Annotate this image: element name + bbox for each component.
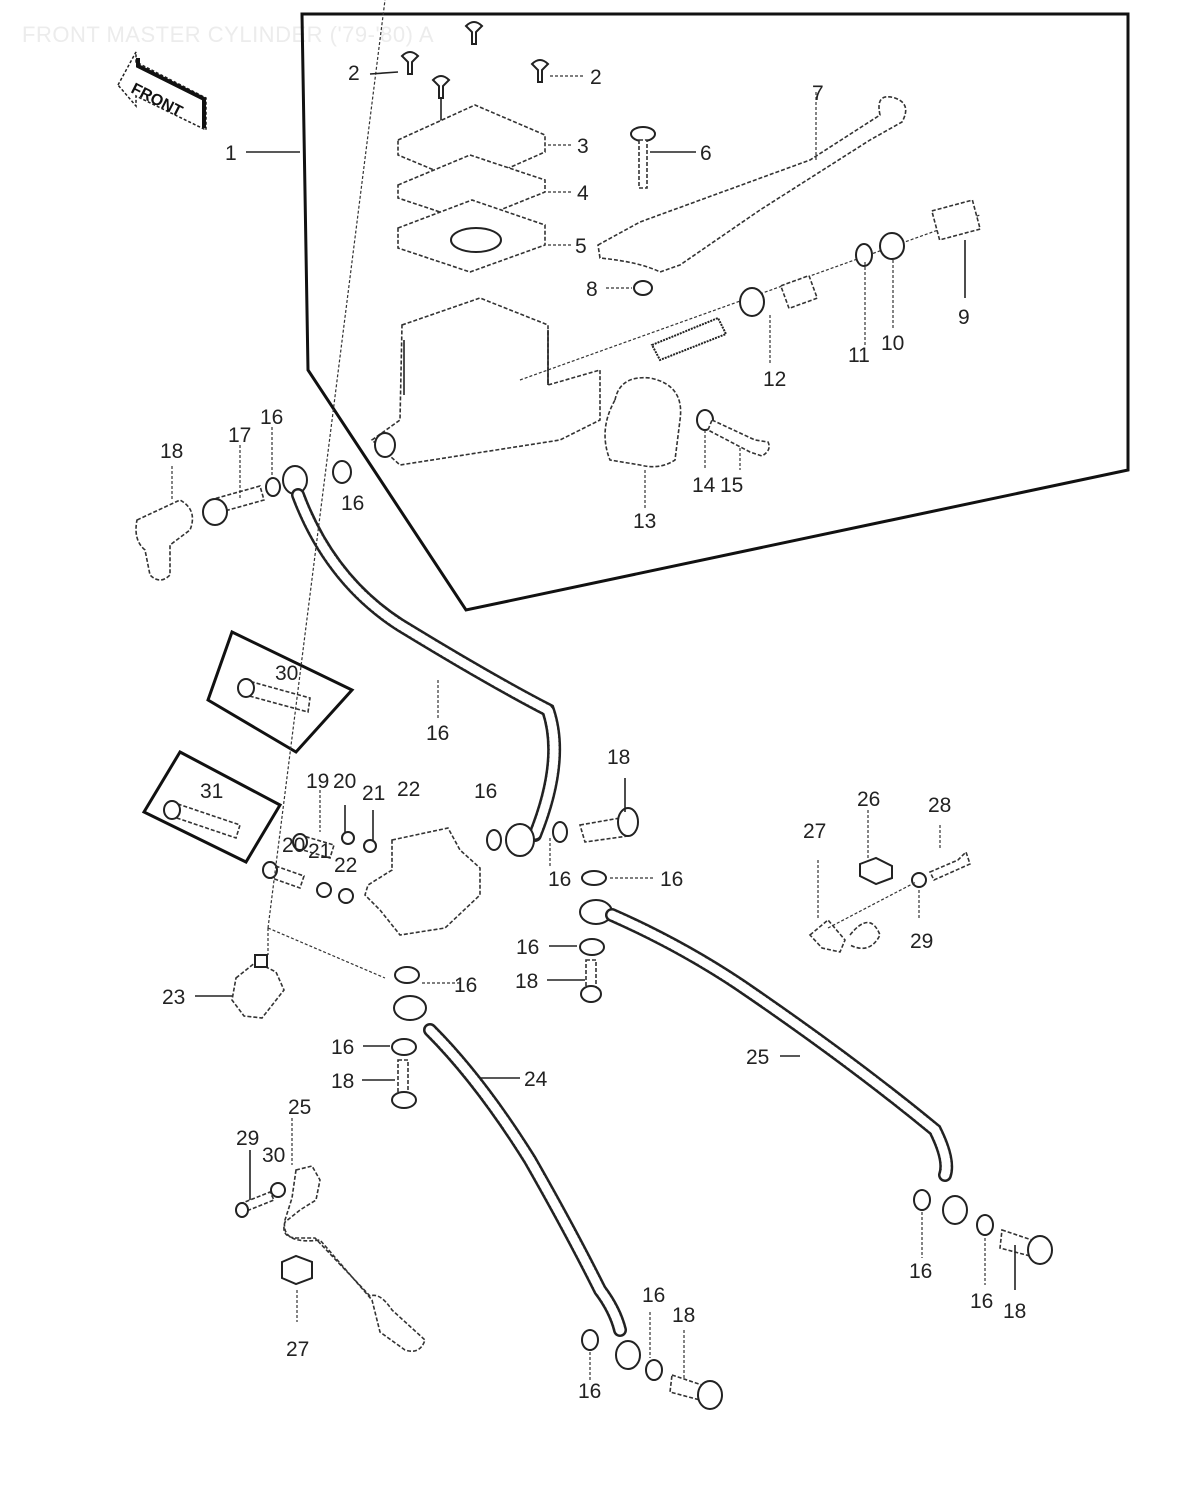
callout-1: 1 — [225, 142, 237, 165]
brake-lever — [597, 96, 907, 273]
callout-17: 16 — [426, 722, 449, 745]
callout-21: 20 — [333, 770, 356, 793]
callout-18: 17 — [228, 424, 251, 447]
callout-9: 9 — [958, 306, 970, 329]
callout-25: 25 — [746, 1046, 769, 1069]
callout-18: 18 — [515, 970, 538, 993]
callout-16: 16 — [260, 406, 283, 429]
bolt-option-box — [141, 629, 355, 864]
callout-13: 13 — [633, 510, 656, 533]
callout-31: 30 — [275, 662, 298, 685]
hose-joint — [364, 827, 481, 936]
callout-26: 25 — [288, 1096, 311, 1119]
piston-assembly — [519, 199, 982, 381]
pivot-nut — [633, 280, 653, 296]
callout-30: 30 — [262, 1144, 285, 1167]
callout-16: 16 — [660, 868, 683, 891]
callout-24: 23 — [162, 986, 185, 1009]
callout-30: 29 — [910, 930, 933, 953]
callout-16: 16 — [642, 1284, 665, 1307]
callout-16: 16 — [909, 1260, 932, 1283]
callout-23: 22 — [397, 778, 420, 801]
pivot-bolt — [630, 126, 656, 189]
callout-12: 12 — [763, 368, 786, 391]
callout-2: 2 — [348, 62, 360, 85]
screw-icon — [400, 21, 550, 99]
callout-14: 14 — [692, 474, 716, 497]
assembly-boundary — [300, 12, 1130, 612]
callout-3: 3 — [577, 135, 589, 158]
reservoir-cap — [397, 104, 546, 186]
callout-16: 16 — [474, 780, 497, 803]
callout-21: 21 — [308, 840, 331, 863]
callout-22: 22 — [334, 854, 357, 877]
callout-19: 18 — [160, 440, 183, 463]
callout-29: 28 — [928, 794, 951, 817]
callout-2: 2 — [590, 66, 602, 89]
front-arrow-icon: FRONT — [117, 51, 207, 132]
brake-light-switch — [135, 499, 194, 581]
diagram-title: FRONT MASTER CYLINDER ('79-'80) A — [22, 22, 435, 47]
callout-16: 16 — [331, 1036, 354, 1059]
callout-31: 31 — [200, 780, 223, 803]
callout-28: 27 — [803, 820, 826, 843]
callout-27: 27 — [286, 1338, 309, 1361]
master-cylinder-body — [370, 297, 601, 466]
callout-8: 8 — [586, 278, 598, 301]
pressure-switch — [231, 961, 285, 1019]
callout-20: 20 — [282, 834, 305, 857]
hose-bracket — [808, 918, 881, 953]
hose-bracket-left — [283, 1165, 426, 1353]
callout-18: 18 — [1003, 1300, 1026, 1323]
callout-18: 18 — [331, 1070, 354, 1093]
callout-18: 18 — [672, 1304, 695, 1327]
callout-18: 18 — [607, 746, 630, 769]
callout-16: 16 — [516, 936, 539, 959]
callout-4: 4 — [577, 182, 589, 205]
callout-27: 26 — [857, 788, 880, 811]
handlebar-clamp — [604, 376, 682, 468]
callout-7: 7 — [812, 82, 824, 105]
callout-11: 11 — [848, 344, 870, 367]
callout-29: 29 — [236, 1127, 259, 1150]
callout-22: 21 — [362, 782, 385, 805]
callout-25: 24 — [524, 1068, 548, 1091]
callout-5: 5 — [575, 235, 587, 258]
callout-16: 16 — [578, 1380, 601, 1403]
callout-10: 10 — [881, 332, 904, 355]
callout-15: 15 — [720, 474, 743, 497]
callout-6: 6 — [700, 142, 712, 165]
callout-16: 16 — [970, 1290, 993, 1313]
callout-16: 16 — [341, 492, 364, 515]
brake-hose-right — [605, 908, 954, 1182]
cap-plate — [397, 154, 546, 223]
callout-20: 19 — [306, 770, 329, 793]
callout-16: 16 — [548, 868, 571, 891]
callout-16: 16 — [454, 974, 477, 997]
